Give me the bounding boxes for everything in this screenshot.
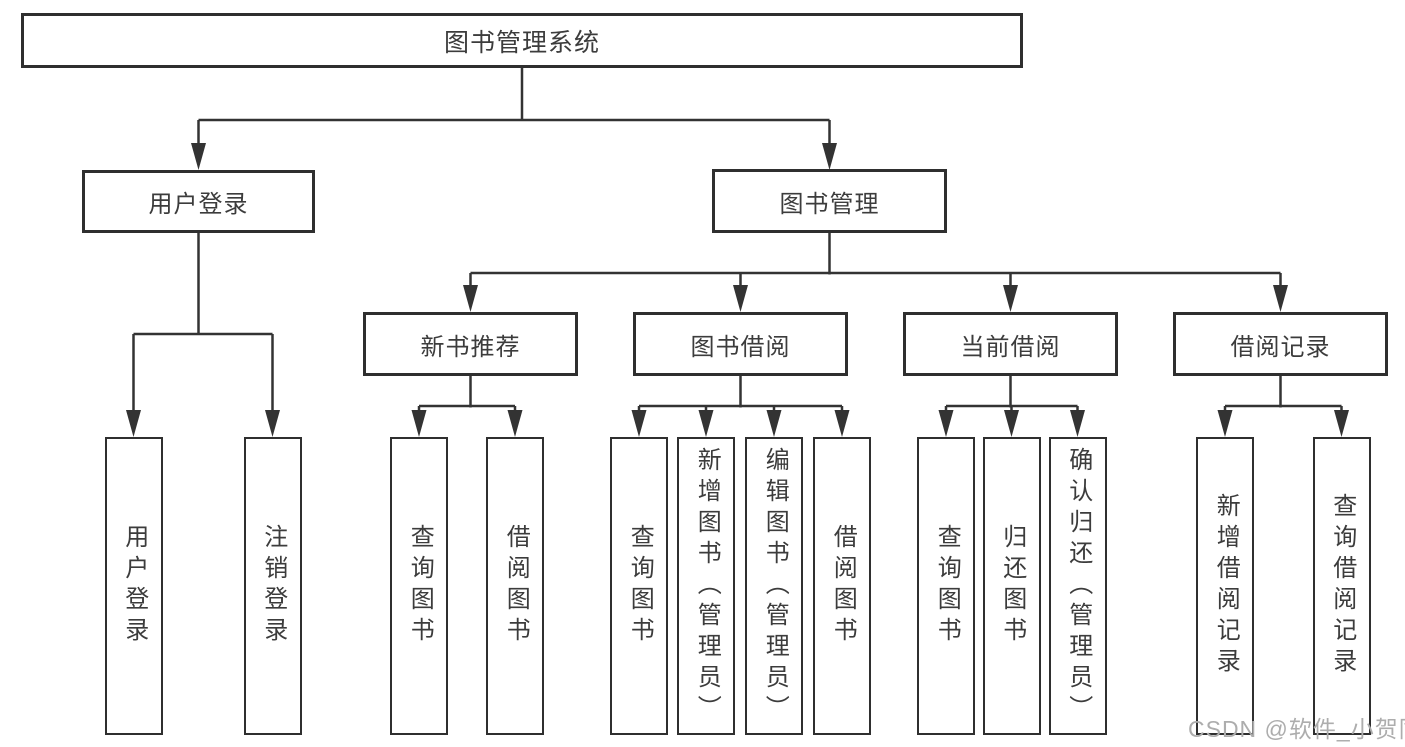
- leaf-logout: 注销登录: [243, 437, 302, 735]
- node-label: 查询图书: [626, 524, 654, 648]
- leaf-user-login: 用户登录: [104, 437, 163, 735]
- node-label: 新增借阅记录: [1212, 493, 1240, 679]
- leaf-query-borrow-record: 查询借阅记录: [1312, 437, 1371, 735]
- csdn-watermark: CSDN @软件_小贺同学: [1188, 716, 1405, 742]
- leaf-add-borrow-record: 新增借阅记录: [1196, 437, 1254, 735]
- node-current-borrow: 当前借阅: [903, 312, 1118, 376]
- node-new-book-recommend: 新书推荐: [363, 312, 578, 376]
- leaf-query-books-recommend: 查询图书: [390, 437, 448, 735]
- node-label: 借阅图书: [502, 524, 530, 648]
- node-label: 当前借阅: [960, 333, 1061, 361]
- node-label: 图书管理: [779, 190, 880, 218]
- node-label: 借阅记录: [1230, 333, 1331, 361]
- node-label: 图书借阅: [690, 333, 791, 361]
- node-borrow-records: 借阅记录: [1173, 312, 1388, 376]
- node-label: 查询图书: [406, 524, 434, 648]
- node-label: 新书推荐: [420, 333, 521, 361]
- node-label: 借阅图书: [829, 524, 857, 648]
- node-label: 图书管理系统: [443, 28, 600, 57]
- node-label: 确认归还（管理员）: [1064, 446, 1092, 726]
- node-book-borrow: 图书借阅: [633, 312, 848, 376]
- leaf-query-books-borrow: 查询图书: [610, 437, 668, 735]
- arrowheads: [126, 143, 1349, 437]
- leaf-confirm-return-admin: 确认归还（管理员）: [1048, 437, 1107, 735]
- node-label: 用户登录: [148, 191, 249, 218]
- leaf-add-book-admin: 新增图书（管理员）: [677, 437, 735, 735]
- node-label: 用户登录: [120, 524, 148, 648]
- leaf-borrow-books-recommend: 借阅图书: [486, 437, 544, 735]
- node-library-management-system: 图书管理系统: [21, 13, 1023, 68]
- leaf-query-books-current: 查询图书: [917, 437, 975, 735]
- node-book-management: 图书管理: [712, 169, 947, 233]
- node-label: 编辑图书（管理员）: [761, 446, 789, 726]
- node-label: 新增图书（管理员）: [693, 446, 721, 726]
- leaf-return-books: 归还图书: [982, 437, 1041, 735]
- node-label: 归还图书: [998, 524, 1026, 648]
- node-user-login: 用户登录: [82, 170, 315, 233]
- node-label: 注销登录: [259, 524, 287, 648]
- node-label: 查询借阅记录: [1328, 493, 1356, 679]
- leaf-edit-book-admin: 编辑图书（管理员）: [745, 437, 803, 735]
- leaf-borrow-books-borrow: 借阅图书: [813, 437, 871, 735]
- node-label: 查询图书: [933, 524, 961, 648]
